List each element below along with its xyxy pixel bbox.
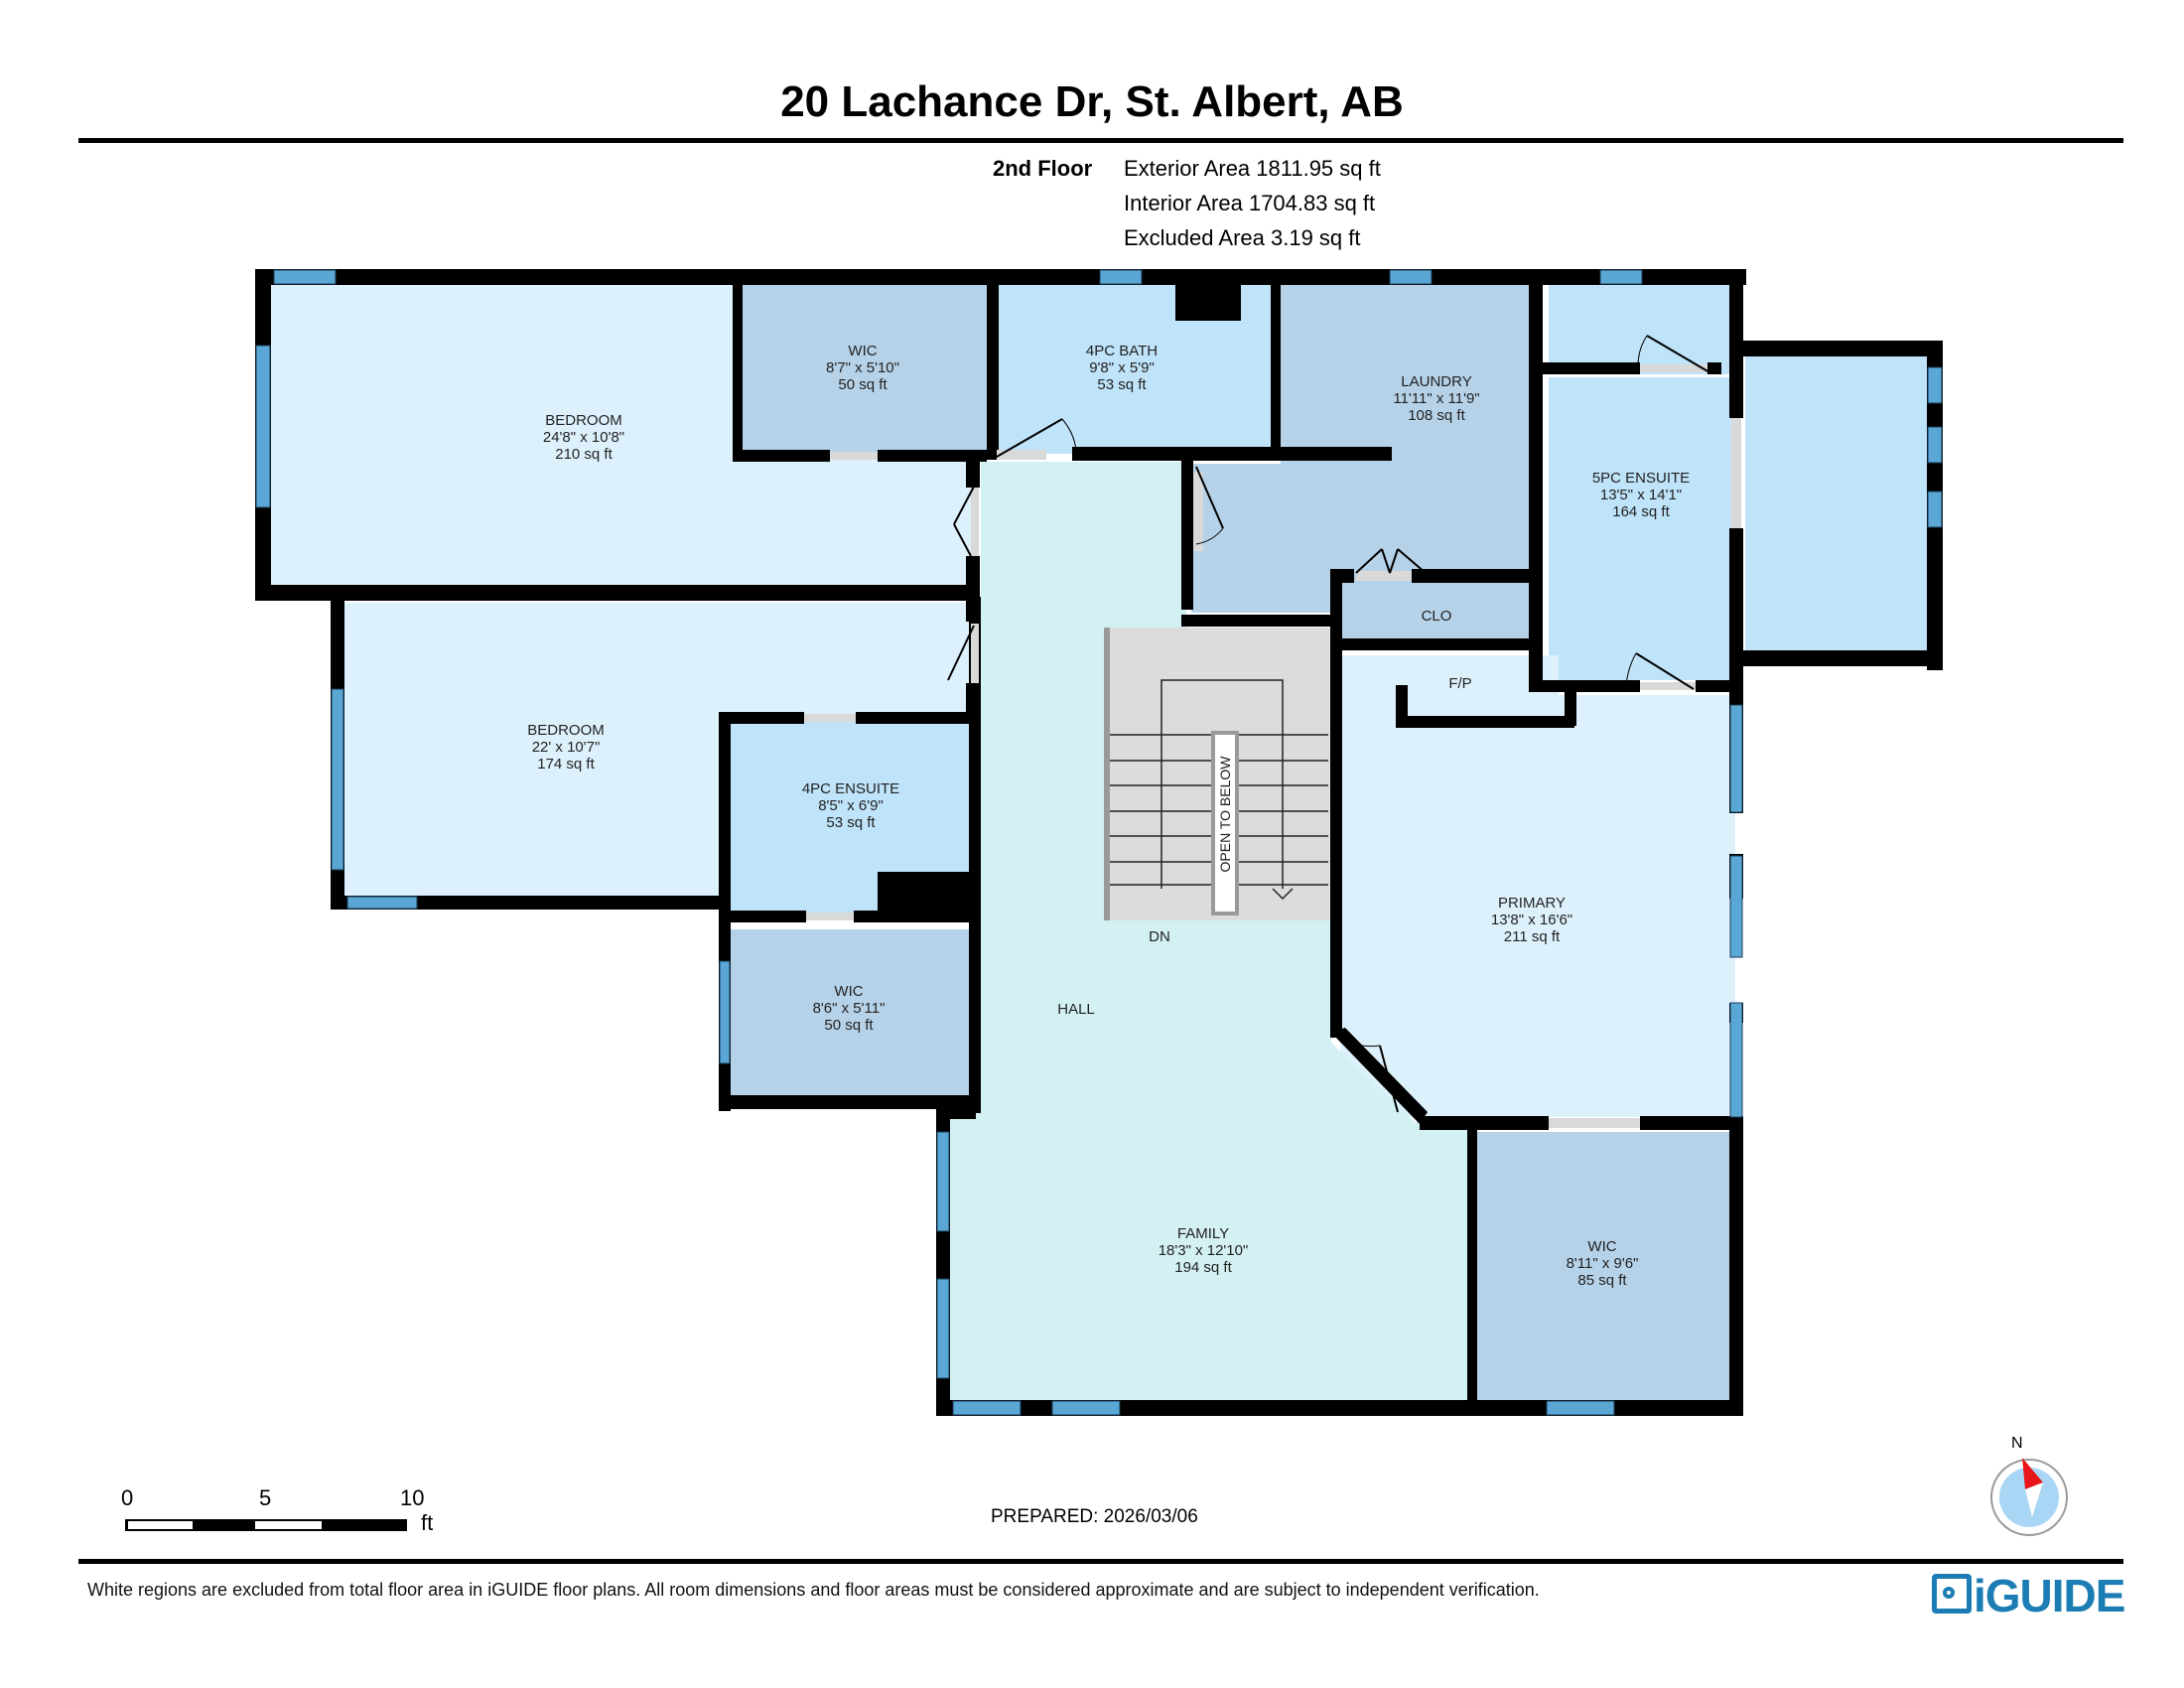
room-dims: 8'11" x 9'6" [1566,1255,1639,1272]
room-area: 50 sq ft [824,1017,874,1034]
room-name: BEDROOM [545,412,622,429]
ensuite-5pc-top-fill [1549,285,1735,374]
excluded-area: Excluded Area 3.19 sq ft [1124,225,1361,250]
footer-rule [78,1559,2123,1564]
room-label-family: FAMILY 18'3" x 12'10" 194 sq ft [1159,1225,1249,1276]
room-name: WIC [834,983,864,1000]
room-name: WIC [1587,1238,1617,1255]
clo-fill [1340,586,1535,645]
compass-icon [1990,1458,2068,1536]
room-label-primary: PRIMARY 13'8" x 16'6" 211 sq ft [1491,895,1572,945]
scale-unit: ft [421,1510,434,1535]
room-dims: 13'8" x 16'6" [1490,912,1573,928]
room-name: LAUNDRY [1401,373,1472,390]
ensuite-5pc-fill [1549,377,1735,680]
room-dims: 11'11" x 11'9" [1393,390,1480,407]
room-label-ensuite-4pc: 4PC ENSUITE 8'5" x 6'9" 53 sq ft [802,780,899,831]
label-dn: DN [1149,928,1170,945]
room-label-wic-2: WIC 8'6" x 5'11" 50 sq ft [813,983,886,1034]
hall-family-fill [946,462,1467,1405]
room-label-laundry: LAUNDRY 11'11" x 11'9" 108 sq ft [1393,373,1479,424]
scale-tick-0: 0 [121,1485,134,1510]
iguide-logo: iGUIDE [1932,1569,2125,1622]
room-area: 50 sq ft [838,376,887,393]
right-bay-fill [1745,354,1934,652]
room-name: 4PC ENSUITE [801,780,900,797]
compass-north-label: N [2011,1435,2023,1452]
room-dims: 13'5" x 14'1" [1599,487,1683,503]
room-dims: 18'3" x 12'10" [1158,1242,1249,1259]
room-name: FAMILY [1176,1225,1230,1242]
room-label-wic-3: WIC 8'11" x 9'6" 85 sq ft [1567,1238,1639,1289]
interior-area: Interior Area 1704.83 sq ft [1124,191,1376,215]
room-label-bedroom-2: BEDROOM 22' x 10'7" 174 sq ft [527,722,605,773]
disclaimer: White regions are excluded from total fl… [87,1580,1540,1600]
room-label-bedroom-1: BEDROOM 24'8" x 10'8" 210 sq ft [543,412,624,463]
label-clo: CLO [1421,608,1452,625]
room-area: 174 sq ft [537,756,595,773]
page-title: 20 Lachance Dr, St. Albert, AB [780,77,1404,126]
room-dims: 24'8" x 10'8" [542,429,625,446]
iguide-logo-icon [1932,1574,1972,1614]
room-label-wic-1: WIC 8'7" x 5'10" 50 sq ft [826,343,899,393]
floor-label: 2nd Floor [993,156,1093,181]
scale-tick-10: 10 [400,1485,425,1510]
primary-fill [1340,695,1735,1117]
prepared-date: PREPARED: 2026/03/06 [991,1506,1198,1527]
exterior-area: Exterior Area 1811.95 sq ft [1124,156,1381,181]
room-dims: 8'6" x 5'11" [812,1000,886,1017]
door-swings [947,335,1710,1113]
room-area: 210 sq ft [555,446,613,463]
room-dims: 8'5" x 6'9" [818,797,884,814]
room-name: 5PC ENSUITE [1591,470,1691,487]
wic-1-fill [741,285,989,454]
room-name: BEDROOM [527,722,605,739]
header-rule [78,138,2123,143]
room-fills [268,283,1934,1405]
wic-2-fill [727,929,970,1098]
room-dims: 9'8" x 5'9" [1089,359,1155,376]
room-area: 85 sq ft [1577,1272,1627,1289]
scale-bar [125,1519,407,1531]
label-hall: HALL [1057,1001,1095,1018]
room-name: 4PC BATH [1085,343,1159,359]
room-area: 164 sq ft [1612,503,1670,520]
door-gaps [804,364,1741,1128]
room-name: WIC [848,343,878,359]
room-area: 53 sq ft [1097,376,1147,393]
iguide-logo-text: iGUIDE [1974,1570,2125,1621]
scale-tick-5: 5 [259,1485,272,1510]
windows [255,269,1943,1416]
room-dims: 22' x 10'7" [531,739,601,756]
room-area: 108 sq ft [1408,407,1465,424]
room-dims: 8'7" x 5'10" [826,359,899,376]
wic-3-fill [1475,1132,1735,1405]
staircase [1104,628,1328,920]
laundry-fill [1281,285,1535,464]
room-label-bath-4pc: 4PC BATH 9'8" x 5'9" 53 sq ft [1086,343,1158,393]
label-open-to-below: OPEN TO BELOW [1217,756,1233,873]
room-area: 53 sq ft [826,814,876,831]
room-name: PRIMARY [1497,895,1567,912]
label-fp: F/P [1448,675,1472,692]
room-label-ensuite-5pc: 5PC ENSUITE 13'5" x 14'1" 164 sq ft [1592,470,1690,520]
room-area: 211 sq ft [1503,928,1561,945]
room-area: 194 sq ft [1174,1259,1232,1276]
